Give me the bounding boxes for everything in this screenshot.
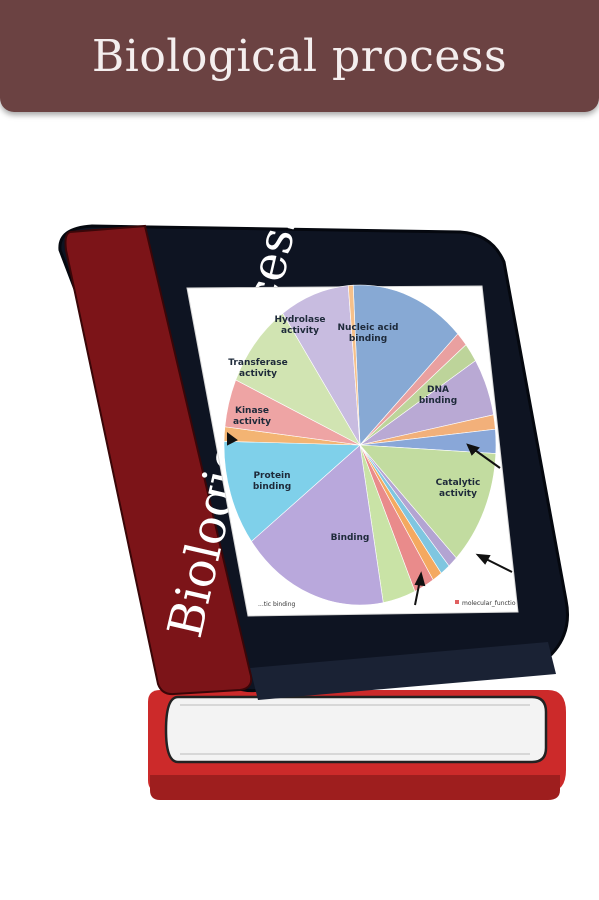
pie-slice-label: Binding xyxy=(331,533,370,543)
pie-slice xyxy=(251,444,384,606)
chart-arrows xyxy=(227,432,513,606)
pie-slice xyxy=(352,284,459,446)
page-title: Biological process xyxy=(91,30,508,82)
pie-slice xyxy=(223,441,361,542)
book-spine xyxy=(64,224,253,696)
title-banner: Biological process xyxy=(0,0,599,112)
book-cover-lower-edge xyxy=(250,642,556,700)
legend-label-left: ...tic binding xyxy=(258,601,296,608)
legend-label-right: molecular_functio xyxy=(462,600,516,607)
pie-slice xyxy=(235,312,361,446)
book-bottom-pages-shadow xyxy=(150,775,560,800)
pie-slice xyxy=(359,444,497,559)
pie-slice xyxy=(347,284,361,446)
book-page-edges xyxy=(164,695,548,764)
legend-swatch xyxy=(455,600,459,604)
